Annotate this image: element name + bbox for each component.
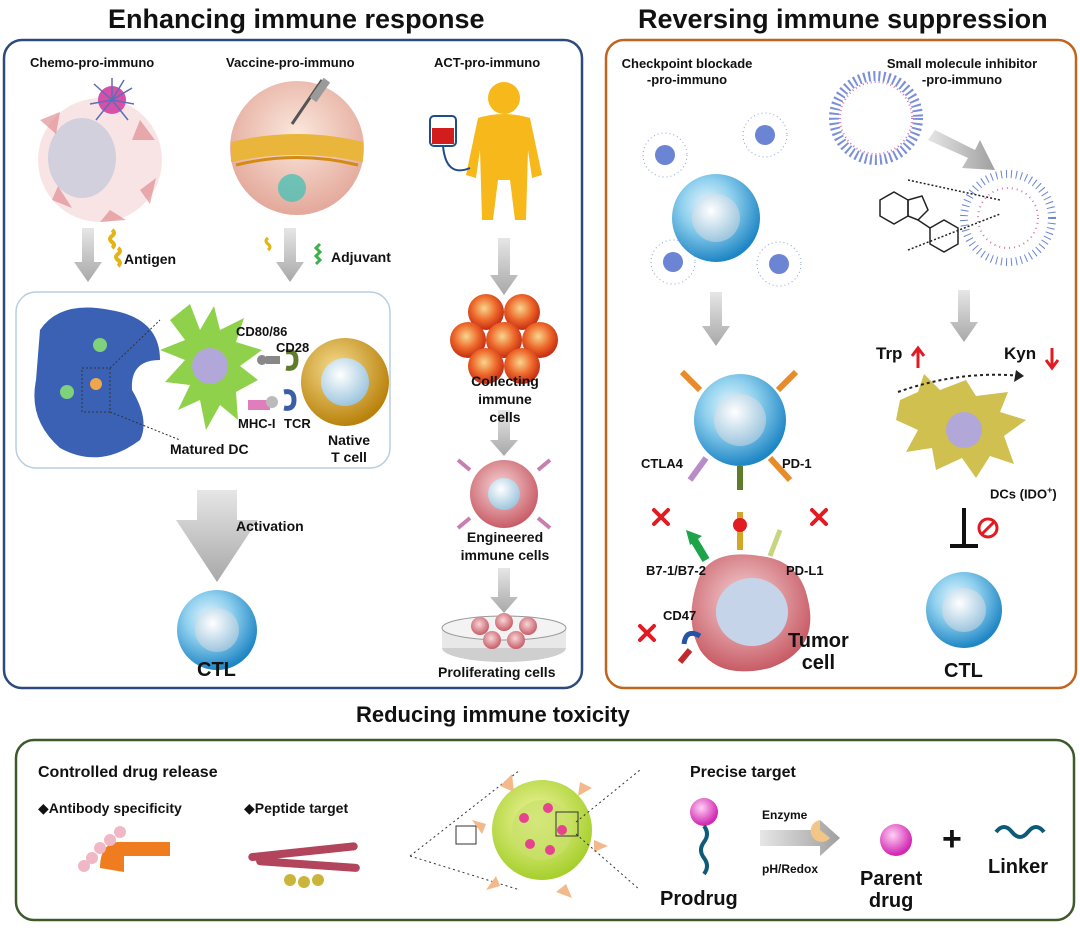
label-controlled-release: Controlled drug release <box>38 764 218 781</box>
title-enhancing: Enhancing immune response <box>108 4 485 34</box>
culture-dish <box>441 613 567 662</box>
label-activation: Activation <box>236 518 304 534</box>
label-antibody: ◆Antibody specificity <box>38 800 182 816</box>
label-parent-drug: Parent drug <box>860 868 923 912</box>
label-linker: Linker <box>988 856 1049 878</box>
checkpoint-micelles <box>655 125 789 274</box>
label-vaccine: Vaccine-pro-immuno <box>226 55 355 70</box>
chemo-dying-cell-illustration <box>38 78 162 222</box>
label-engineered: Engineered immune cells <box>460 529 550 563</box>
label-prodrug: Prodrug <box>660 888 738 910</box>
label-enzyme: Enzyme <box>762 808 808 822</box>
collected-immune-cells <box>450 294 558 384</box>
label-proliferating: Proliferating cells <box>438 664 556 680</box>
label-pdl1: PD-L1 <box>786 563 824 578</box>
prodrug-illustration <box>690 798 718 876</box>
peptide-target-illustration <box>248 842 360 888</box>
label-pd1: PD-1 <box>782 456 812 471</box>
nanoparticle-arrow <box>928 130 995 170</box>
trp-kyn-arrows <box>910 345 1060 371</box>
right-panel-border <box>604 38 1078 690</box>
antigen-icon <box>108 228 122 268</box>
adjuvant-icons <box>264 236 323 266</box>
enzyme-pacman <box>810 820 830 842</box>
label-precise-target: Precise target <box>690 764 796 781</box>
disassembled-nanoparticle <box>960 170 1056 266</box>
bottom-panel-border <box>14 738 1076 922</box>
title-reducing: Reducing immune toxicity <box>356 702 630 727</box>
label-small-molecule: Small molecule inhibitor -pro-immuno <box>886 56 1038 87</box>
label-matured-dc: Matured DC <box>170 441 249 457</box>
parent-drug-sphere <box>880 824 912 856</box>
tumor-cell <box>677 511 811 672</box>
label-checkpoint: Checkpoint blockade -pro-immuno <box>621 56 753 87</box>
nanoparticle-vesicle <box>829 71 923 165</box>
label-cd80: CD80/86 <box>236 324 288 339</box>
label-adjuvant: Adjuvant <box>331 249 391 265</box>
ctl-cell-right <box>926 572 1002 648</box>
engineered-immune-cell <box>456 458 552 530</box>
label-plus: + <box>942 820 962 858</box>
flow-arrows <box>74 228 978 613</box>
title-reversing: Reversing immune suppression <box>638 4 1048 34</box>
label-mhc: MHC-I <box>238 416 276 431</box>
linker-wave <box>994 825 1046 839</box>
nanocarrier-illustration <box>409 769 641 898</box>
label-kyn: Kyn <box>1004 344 1037 363</box>
label-cd47: CD47 <box>663 608 697 623</box>
micelle-spikes <box>642 112 802 287</box>
label-collecting: Collecting immune cells <box>471 373 539 425</box>
label-tcr: TCR <box>284 416 311 431</box>
label-b7: B7-1/B7-2 <box>646 563 706 578</box>
label-peptide: ◆Peptide target <box>244 800 349 816</box>
label-antigen: Antigen <box>124 251 177 267</box>
label-ph-redox: pH/Redox <box>762 862 819 876</box>
red-cross-marks <box>638 508 828 642</box>
label-tumor-cell: Tumor cell <box>788 630 849 674</box>
label-cd28: CD28 <box>276 340 310 355</box>
left-panel-border <box>2 38 584 690</box>
label-chemo: Chemo-pro-immuno <box>30 55 155 70</box>
vaccine-skin-illustration <box>230 77 364 215</box>
label-trp: Trp <box>876 344 903 363</box>
label-native-tcell: Native T cell <box>328 432 371 465</box>
act-patient-silhouette <box>429 82 542 220</box>
inhibition-symbol <box>950 508 999 548</box>
label-dcs-ido: DCs (IDO+) <box>990 485 1057 502</box>
tcell-with-checkpoints <box>679 369 799 490</box>
antibody-illustration <box>78 826 170 872</box>
label-ctl-left: CTL <box>197 659 236 681</box>
ido-dendritic-cell <box>896 370 1026 478</box>
label-act: ACT-pro-immuno <box>434 55 541 70</box>
label-ctl-right: CTL <box>944 660 983 682</box>
label-ctla4: CTLA4 <box>641 456 683 471</box>
checkpoint-cell-top <box>672 174 760 262</box>
ido-inhibitor-structure <box>879 179 1001 253</box>
